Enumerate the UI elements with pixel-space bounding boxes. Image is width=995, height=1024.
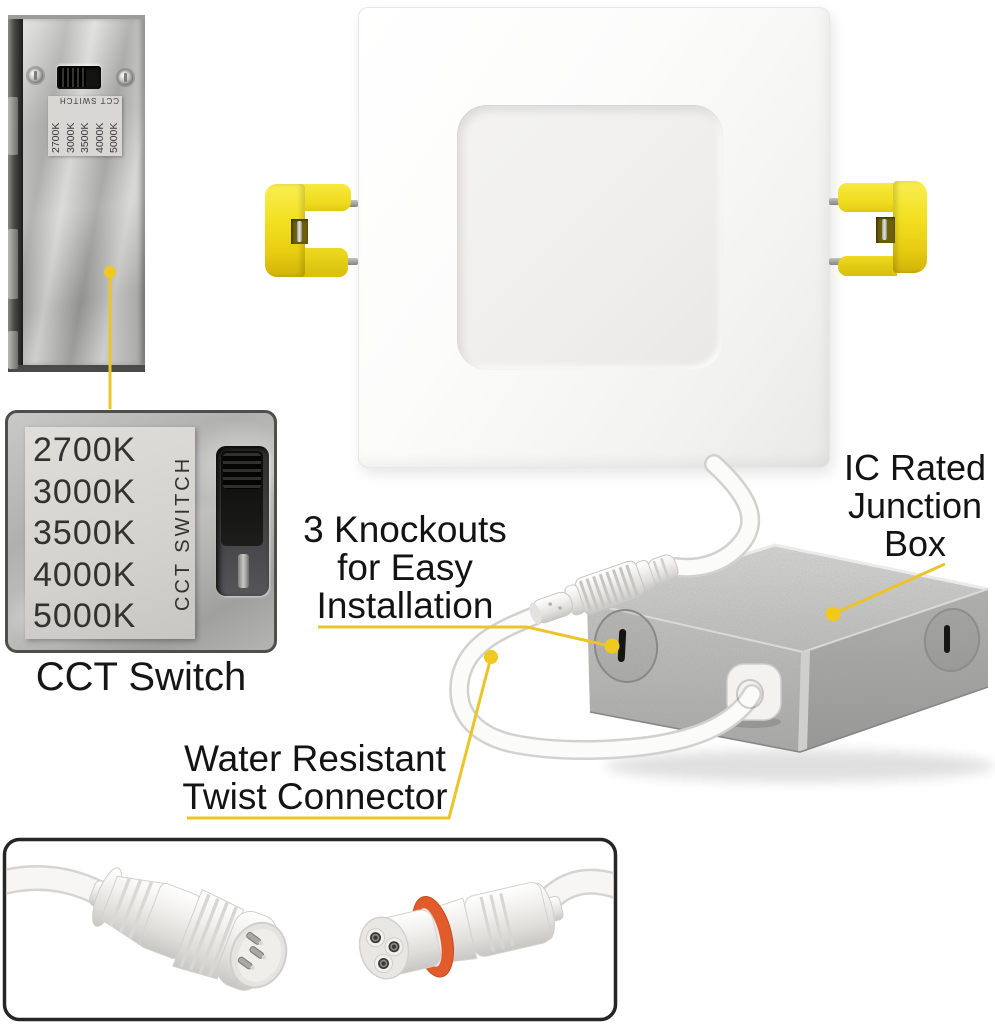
cct-value: 3500K <box>33 514 137 552</box>
fixture-cable-upper <box>666 454 761 578</box>
cct-switch-closeup: 2700K 3000K 3500K 4000K 5000K CCT SWITCH <box>5 410 277 653</box>
cct-value: 2700K <box>33 431 137 469</box>
callout-line: Twist Connector <box>182 776 448 817</box>
cct-slide-switch-small <box>57 66 101 89</box>
cct-sticker-large: 2700K 3000K 3500K 4000K 5000K CCT SWITCH <box>25 427 195 639</box>
leader-junction-box <box>832 562 946 616</box>
twist-connector <box>529 554 679 624</box>
callout-line: Box <box>883 523 947 564</box>
screw-icon <box>28 68 43 83</box>
male-twist-connector <box>7 864 288 991</box>
cct-value: 4000K <box>33 555 137 594</box>
callout-line: IC Rated <box>843 447 987 488</box>
leader-knockouts <box>318 625 611 648</box>
leader-twist-connector <box>187 656 493 820</box>
cct-sticker-small: 2700K 3000K 3500K 4000K 5000K CCT SWITCH <box>48 96 122 156</box>
knockout-left <box>593 609 659 683</box>
cct-switch-caption: CCT Switch <box>35 655 247 699</box>
spring-clip-left <box>265 184 358 277</box>
callout-line: for Easy <box>337 547 473 588</box>
female-twist-connector <box>358 868 613 980</box>
callout-line: Junction <box>847 485 983 526</box>
cct-value: 5000K <box>33 597 137 635</box>
screw-icon <box>118 70 133 85</box>
connector-sockets <box>366 928 404 974</box>
cct-slide-switch-large <box>216 446 269 596</box>
twist-connector-callout: Water Resistant Twist Connector <box>165 740 465 816</box>
knockouts-callout: 3 Knockouts for Easy Installation <box>255 511 555 625</box>
connector-detail-panel <box>2 837 618 1022</box>
fixture-cable-lower <box>449 606 764 760</box>
callout-leader-lines <box>108 272 946 820</box>
junction-box-callout: IC Rated Junction Box <box>830 449 995 563</box>
callout-line: 3 Knockouts <box>303 509 507 550</box>
callout-dots <box>104 266 841 664</box>
callout-line: Installation <box>316 585 494 626</box>
junction-box-shadow <box>605 750 995 782</box>
spring-clip-right <box>829 181 927 276</box>
callout-line: Water Resistant <box>184 738 446 779</box>
box-corner-seam <box>798 650 810 752</box>
housing-hinge-edge <box>8 19 23 369</box>
led-panel-light <box>358 7 830 468</box>
cct-value: 3000K <box>33 472 137 511</box>
fixture-side-housing-photo: 2700K 3000K 3500K 4000K 5000K CCT SWITCH <box>8 15 145 372</box>
panel-diffuser <box>457 105 723 370</box>
knockout-right <box>923 608 981 672</box>
